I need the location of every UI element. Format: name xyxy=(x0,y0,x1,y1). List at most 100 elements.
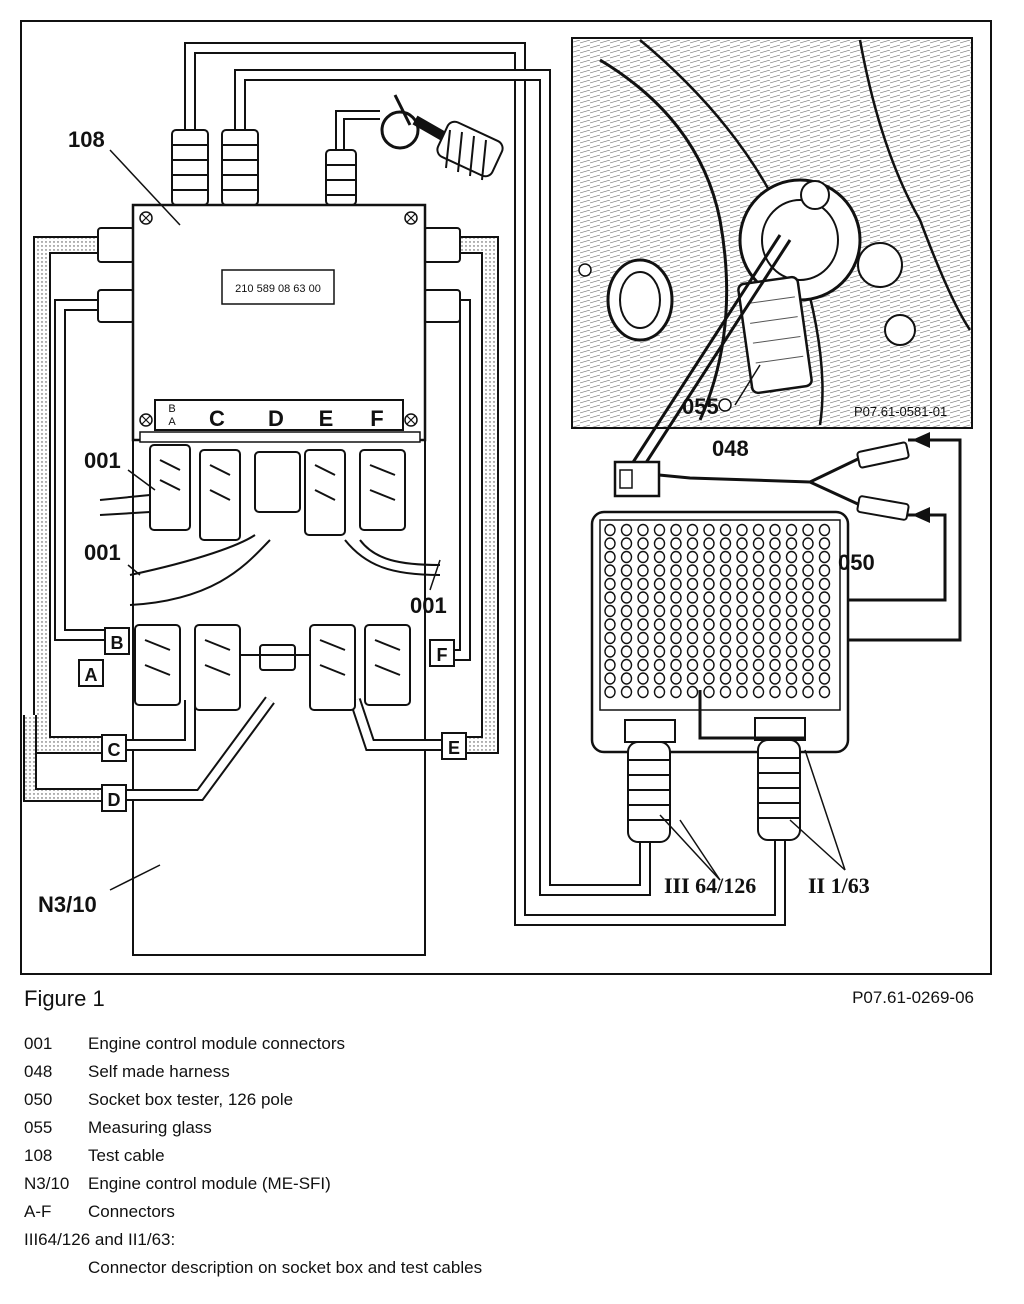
legend-code: 108 xyxy=(24,1146,53,1165)
svg-text:D: D xyxy=(108,790,121,810)
socket-hole xyxy=(653,645,666,658)
socket-hole xyxy=(637,537,649,550)
socket-hole xyxy=(802,658,814,672)
connector-tag-a: A xyxy=(78,659,104,687)
leader-lines-left xyxy=(109,149,441,891)
socket-hole xyxy=(785,550,798,564)
socket-hole xyxy=(785,645,798,658)
socket-hole xyxy=(653,672,666,685)
socket-hole xyxy=(703,550,715,564)
socket-hole xyxy=(769,631,781,645)
socket-hole xyxy=(802,550,814,564)
socket-hole xyxy=(818,618,831,631)
socket-hole xyxy=(620,685,633,699)
socket-hole xyxy=(686,591,699,604)
socket-hole xyxy=(686,537,699,550)
callout-048: 048 xyxy=(712,436,749,461)
socket-hole xyxy=(670,537,682,550)
socket-hole xyxy=(719,577,732,591)
svg-text:B: B xyxy=(111,633,124,653)
cable-glands-side xyxy=(97,227,461,323)
socket-hole xyxy=(818,550,831,564)
socket-hole xyxy=(686,604,699,618)
callout-001-right: 001 xyxy=(410,593,447,618)
socket-hole xyxy=(802,564,814,577)
test-cable-harness xyxy=(23,236,499,802)
socket-hole xyxy=(769,658,781,672)
socket-hole xyxy=(818,645,831,658)
engine-photo-inset: 055 P07.61-0581-01 xyxy=(571,37,973,429)
socket-hole xyxy=(752,577,765,591)
test-cable-box-108: 210 589 08 63 00 B A C D E F xyxy=(131,203,427,443)
socket-hole xyxy=(769,645,781,658)
socket-hole xyxy=(703,604,715,618)
socket-hole xyxy=(604,604,616,618)
socket-hole xyxy=(686,564,699,577)
socket-hole xyxy=(620,577,633,591)
socket-hole xyxy=(769,550,781,564)
socket-hole xyxy=(752,564,765,577)
socket-hole xyxy=(802,537,814,550)
socket-hole xyxy=(736,604,748,618)
socket-hole xyxy=(736,645,748,658)
socket-hole xyxy=(686,672,699,685)
socket-hole xyxy=(686,631,699,645)
legend-text: Engine control module (ME-SFI) xyxy=(88,1174,331,1193)
figure-reference: P07.61-0269-06 xyxy=(852,988,974,1007)
socket-hole xyxy=(719,604,732,618)
socket-hole xyxy=(637,631,649,645)
legend-code: N3/10 xyxy=(24,1174,70,1193)
header-letter-c: C xyxy=(209,406,225,431)
socket-hole xyxy=(785,658,798,672)
legend-note-text: Connector description on socket box and … xyxy=(88,1258,483,1277)
socket-hole xyxy=(719,618,732,631)
socket-hole xyxy=(736,685,748,699)
socket-hole xyxy=(653,523,666,537)
connector-tags: A B C D E F xyxy=(78,627,467,812)
socket-hole xyxy=(670,591,682,604)
callout-108: 108 xyxy=(68,127,105,152)
socket-hole xyxy=(653,537,666,550)
socket-hole xyxy=(604,577,616,591)
figure-title: Figure 1 xyxy=(24,986,105,1011)
socket-hole xyxy=(637,645,649,658)
header-letter-d: D xyxy=(268,406,284,431)
legend-item: N3/10 Engine control module (ME-SFI) xyxy=(24,1170,482,1198)
socket-hole xyxy=(802,604,814,618)
socket-hole xyxy=(620,591,633,604)
socket-hole xyxy=(769,604,781,618)
socket-hole xyxy=(703,591,715,604)
socket-hole xyxy=(703,685,715,699)
callout-n3-10: N3/10 xyxy=(38,892,97,917)
legend-text: Socket box tester, 126 pole xyxy=(88,1090,294,1109)
connector-tag-d: D xyxy=(101,784,127,812)
socket-hole xyxy=(653,577,666,591)
legend-code: A-F xyxy=(24,1202,52,1221)
socket-hole xyxy=(604,645,616,658)
socket-hole xyxy=(785,537,798,550)
socket-hole xyxy=(686,577,699,591)
legend-code: 048 xyxy=(24,1062,53,1081)
socket-hole xyxy=(620,672,633,685)
ecu-connectors-upper xyxy=(99,444,441,606)
socket-hole xyxy=(736,537,748,550)
socket-hole xyxy=(785,618,798,631)
socket-hole xyxy=(818,537,831,550)
socket-hole xyxy=(670,645,682,658)
socket-hole xyxy=(637,685,649,699)
connector-tag-c: C xyxy=(101,734,127,762)
header-letter-e: E xyxy=(319,406,334,431)
socket-hole xyxy=(736,550,748,564)
socket-hole xyxy=(620,604,633,618)
socket-hole xyxy=(703,577,715,591)
socket-hole xyxy=(620,645,633,658)
connector-tag-b: B xyxy=(104,627,130,655)
socket-hole xyxy=(752,645,765,658)
socket-hole xyxy=(604,523,616,537)
socket-hole xyxy=(670,618,682,631)
test-cable-to-socket-box xyxy=(184,42,786,926)
socket-hole xyxy=(736,577,748,591)
socket-hole xyxy=(637,564,649,577)
